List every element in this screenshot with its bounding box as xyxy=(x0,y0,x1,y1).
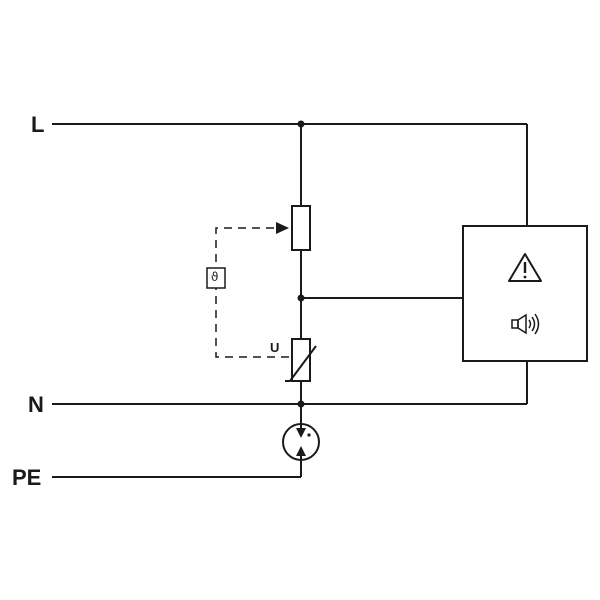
junction-l xyxy=(297,120,305,128)
warning-triangle-icon xyxy=(508,253,542,282)
varistor-slash xyxy=(285,345,317,382)
junction-n xyxy=(297,400,305,408)
temperature-sensor xyxy=(206,267,226,289)
varistor-label: U xyxy=(270,340,280,355)
monitoring-module xyxy=(462,225,588,362)
thermal-fuse xyxy=(291,205,311,251)
varistor xyxy=(291,338,311,382)
junction-mid xyxy=(297,294,305,302)
gdt-gas-dot xyxy=(307,433,311,437)
speaker-icon xyxy=(511,313,540,335)
temperature-symbol: ϑ xyxy=(211,270,219,284)
neutral-label: N xyxy=(28,392,44,417)
thermal-link xyxy=(215,227,289,358)
line-label: L xyxy=(31,112,45,137)
gdt-arrow-down xyxy=(296,428,306,438)
thermal-link-arrowhead xyxy=(276,222,289,234)
gdt-arrow-up xyxy=(296,446,306,456)
earth-label: PE xyxy=(12,465,42,490)
